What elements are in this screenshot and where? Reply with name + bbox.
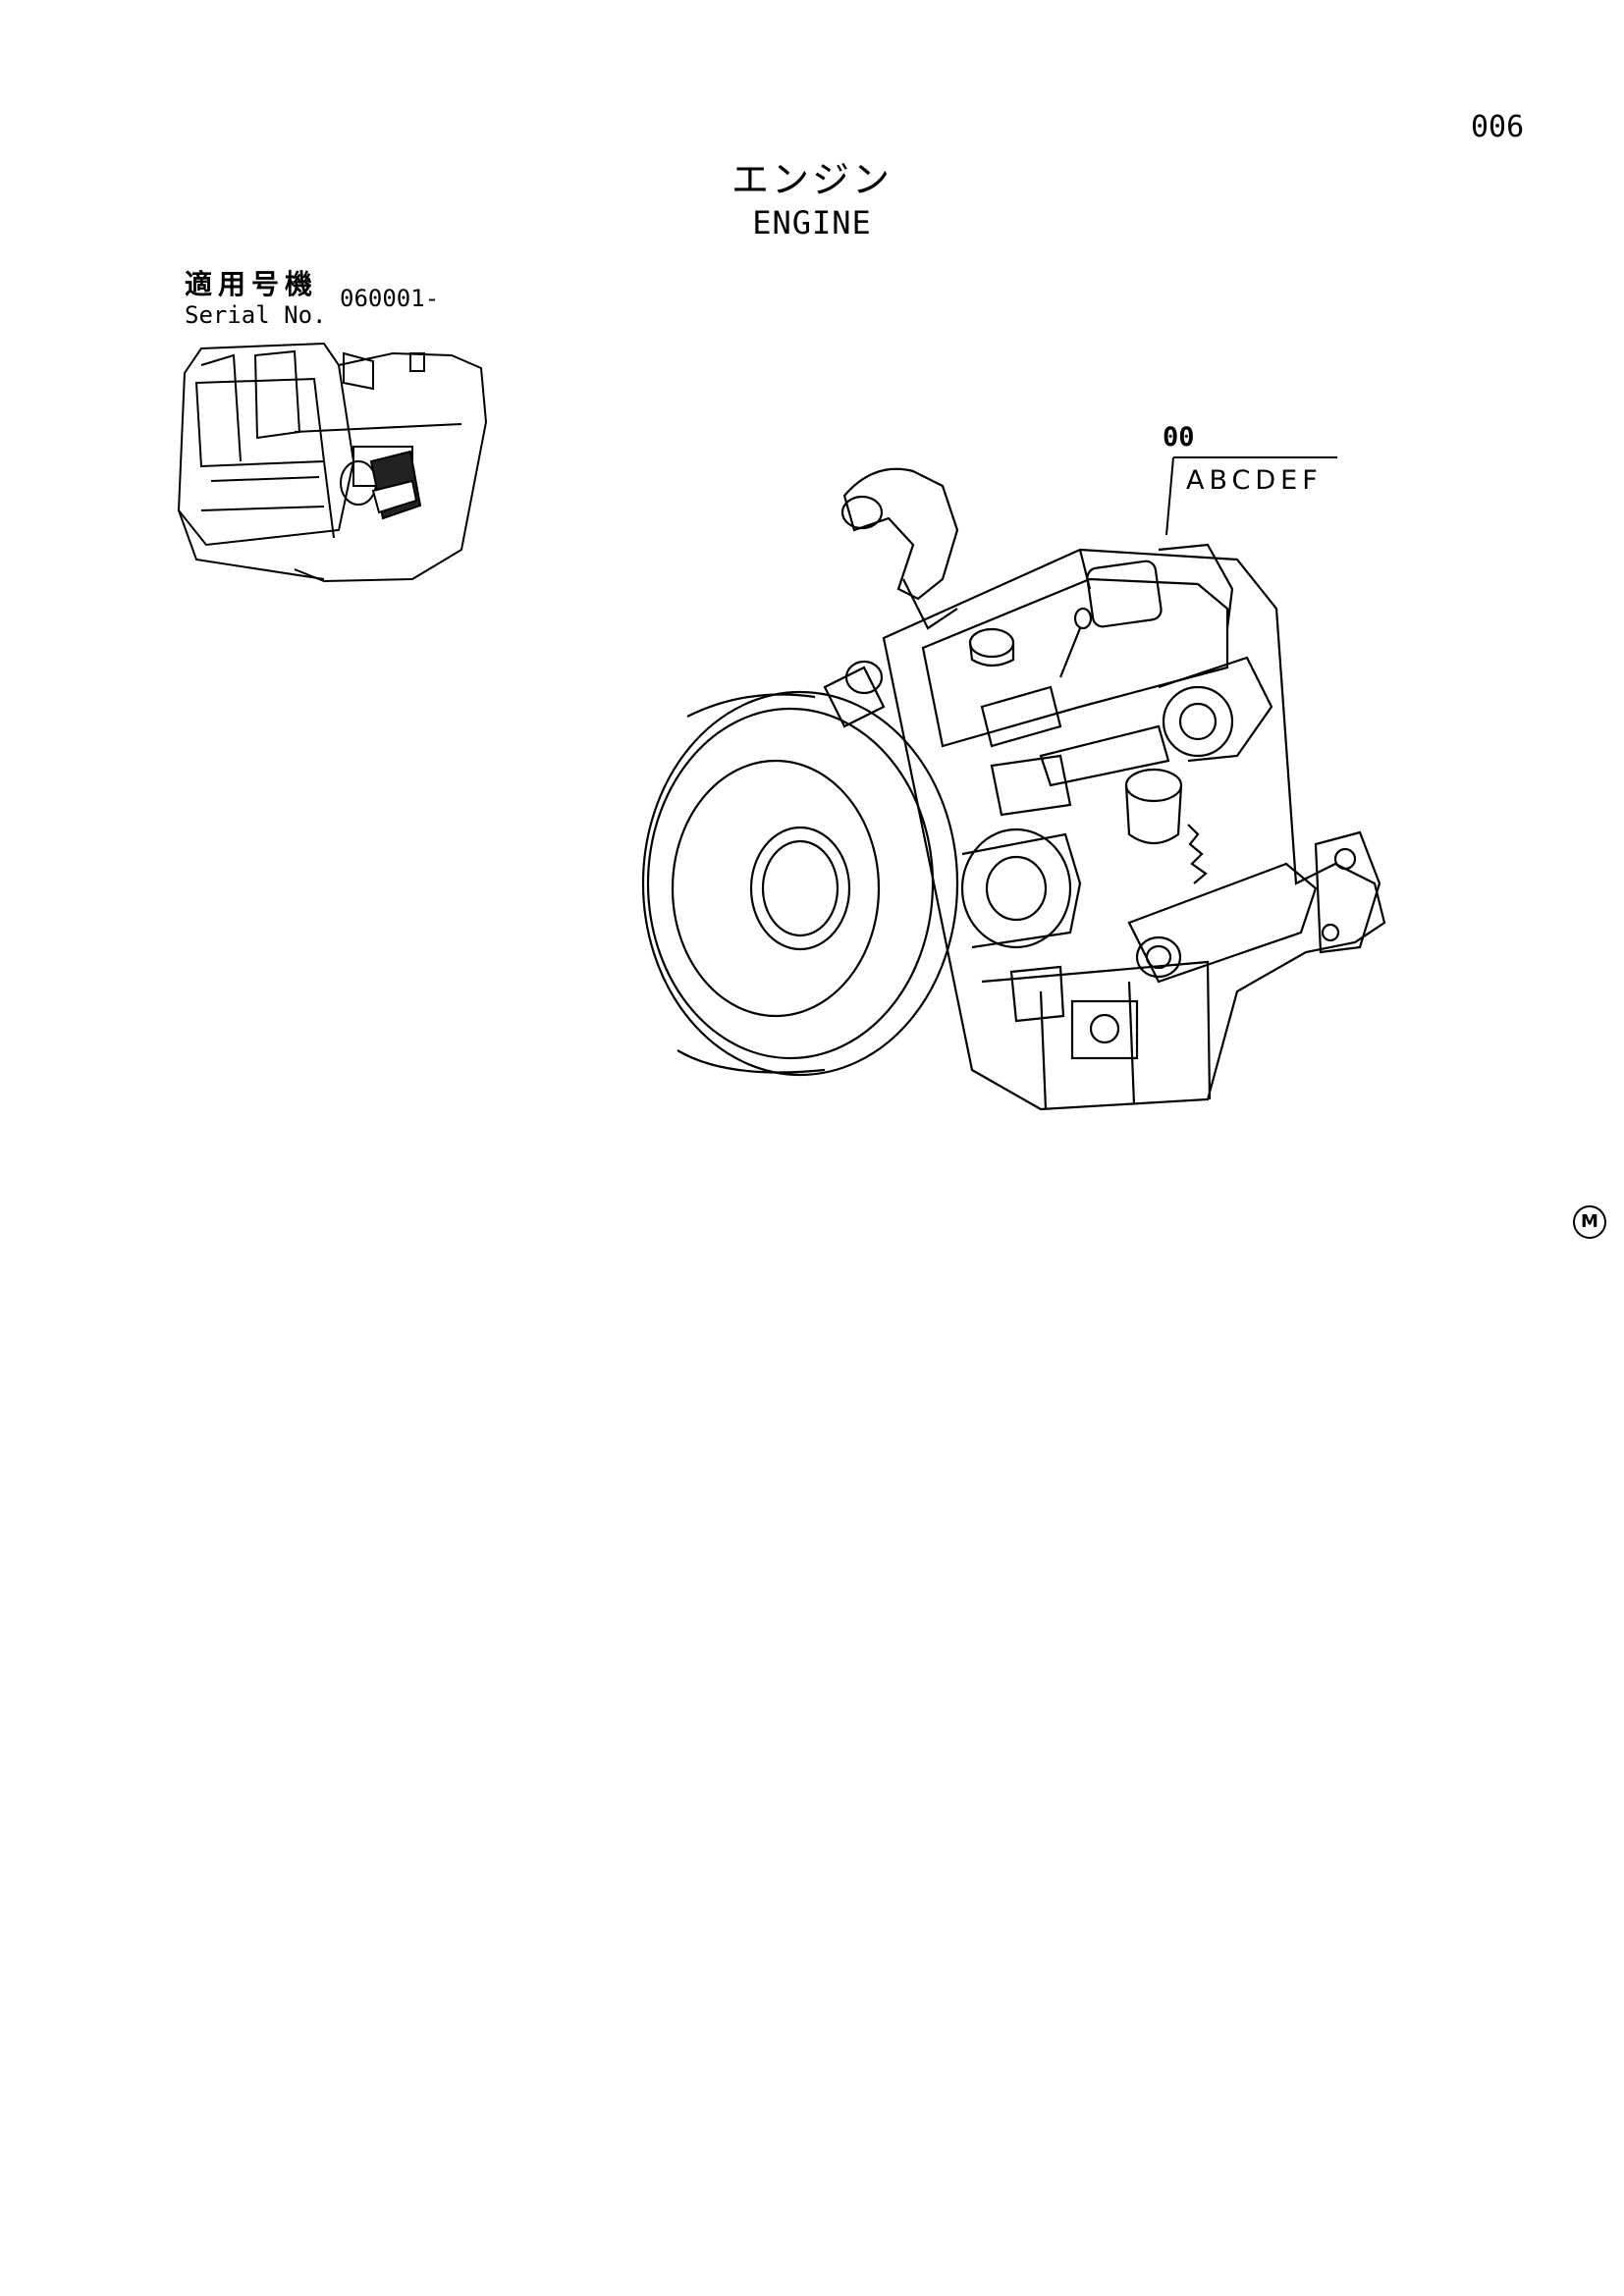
page-number: 006 [1471,110,1525,144]
serial-label-japanese: 適用号機 [185,268,319,300]
callout-number: 00 [1163,422,1195,453]
page-title-japanese: エンジン [731,158,893,201]
serial-number-value: 060001- [340,285,440,312]
manual-mark-symbol: M [1573,1205,1606,1239]
serial-label-english: Serial No. [185,301,327,329]
page-title-english: ENGINE [752,204,872,241]
callout-variant-letters: ABCDEF [1186,465,1323,496]
